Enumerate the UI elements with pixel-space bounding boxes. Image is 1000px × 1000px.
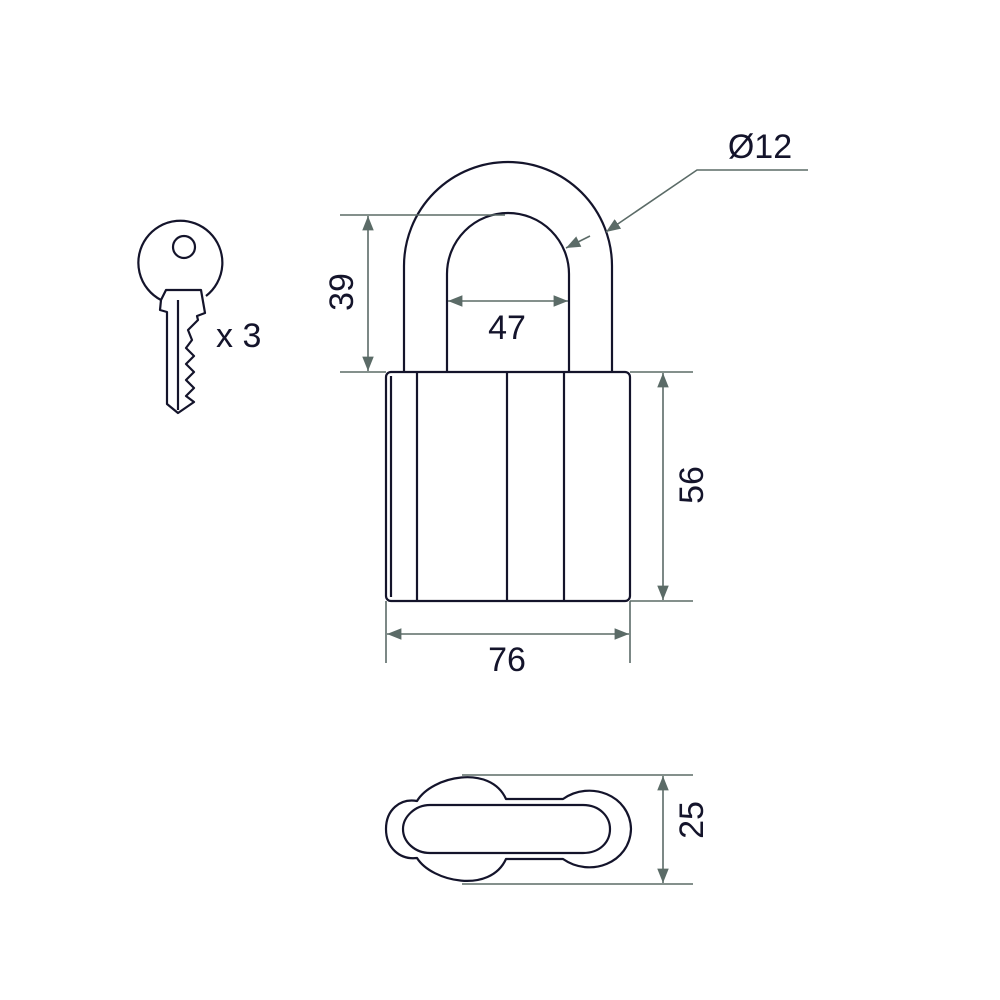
dimension-body-width [385,601,631,663]
dimension-shackle-diameter [565,169,808,249]
label-body-height: 56 [673,466,711,504]
key-icon [137,219,224,415]
label-shackle-diameter: Ø12 [728,128,792,166]
label-shackle-inner-width: 47 [488,309,526,347]
shackle [402,160,614,372]
lock-body [384,370,632,603]
label-body-depth: 25 [673,801,711,839]
label-shackle-height: 39 [323,273,361,311]
dimension-body-height [630,371,693,602]
dimension-body-depth [462,774,693,885]
lock-top-view [384,776,633,882]
key-quantity-label: x 3 [216,317,261,355]
label-body-width: 76 [488,641,526,679]
dimension-shackle-height [340,214,505,373]
